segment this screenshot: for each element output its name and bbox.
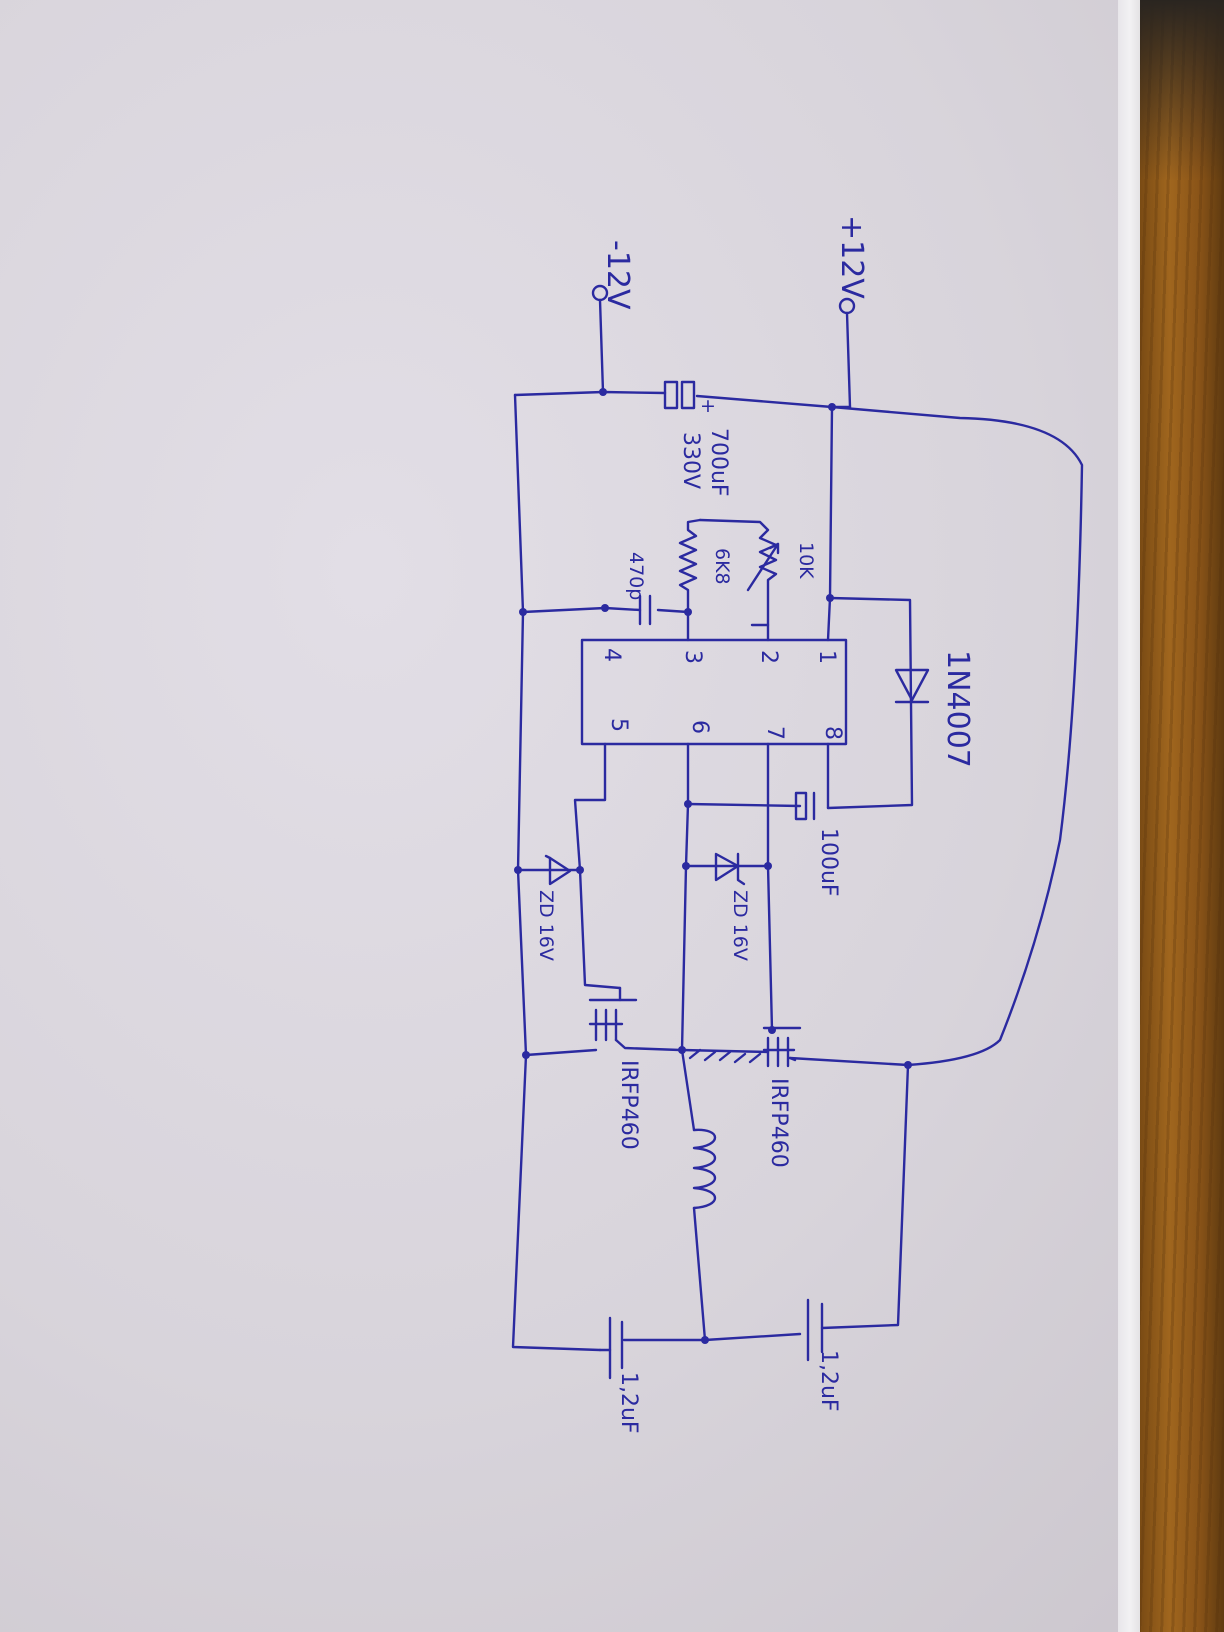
mosfet-low-source-wire [524, 1048, 598, 1057]
output-coil [692, 1128, 716, 1210]
junction-dot [601, 604, 609, 612]
junction-dot [684, 800, 692, 808]
main-capacitor-voltage: 330V [678, 432, 703, 489]
mosfet-low-drain-wire [614, 1038, 682, 1052]
output-capacitor-left-value: 1,2uF [616, 1372, 641, 1434]
output-capacitor-left [608, 1316, 624, 1380]
junction-dot [684, 608, 692, 616]
ic-pin-1: 1 [814, 650, 839, 664]
top-wire-right [695, 394, 852, 409]
trim-resistor-value: 10K [795, 542, 817, 579]
fixed-resistor-label: 6K8 [711, 548, 733, 585]
coil-wire-top [680, 1048, 696, 1132]
pin5-wire [573, 742, 622, 990]
pin7-wire [766, 742, 774, 1032]
positive-rail [826, 405, 834, 642]
svg-text:+: + [700, 395, 716, 417]
negative-terminal-label: -12V [600, 240, 635, 310]
mosfet-low-label: IRFP460 [616, 1060, 641, 1150]
timing-cap-wire [656, 608, 690, 642]
ic-pin-7: 7 [762, 726, 787, 740]
junction-dot [522, 1051, 530, 1059]
fixed-resistor [678, 518, 702, 614]
diode-1n4007 [894, 668, 930, 704]
junction-dot [768, 1026, 776, 1034]
table-shadow [1140, 0, 1224, 180]
main-capacitor [663, 380, 696, 410]
coil-wire-bottom [692, 1206, 707, 1342]
low-zener-label: ZD 16V [535, 890, 557, 961]
bootstrap-capacitor-value: 100uF [816, 828, 841, 897]
trim-wiper-arrow [746, 542, 780, 592]
bottom-wire [598, 1332, 802, 1352]
ic-pin-3: 3 [680, 650, 705, 664]
diode-1n4007-label: 1N4007 [940, 650, 975, 768]
junction-dot [826, 594, 834, 602]
junction-dot [519, 608, 527, 616]
mosfet-high-source-wire [680, 1048, 770, 1054]
junction-dot [764, 862, 772, 870]
ic-pin-4: 4 [599, 648, 624, 662]
ic-pin-6: 6 [687, 720, 712, 734]
positive-terminal-label: +12V [834, 215, 869, 299]
pin6-wire [680, 742, 690, 1052]
top-wire-left [513, 390, 667, 397]
ic-pin-5: 5 [606, 718, 631, 732]
wooden-table [1140, 0, 1224, 1632]
junction-dot [576, 866, 584, 874]
junction-dot [701, 1336, 709, 1344]
low-zener [544, 854, 572, 886]
junction-dot [682, 862, 690, 870]
junction-dot [828, 403, 836, 411]
ic-pin-2: 2 [756, 650, 781, 664]
mosfet-low [588, 986, 638, 1042]
high-zener [714, 852, 746, 886]
output-capacitor-right-value: 1,2uF [816, 1350, 841, 1412]
junction-dot [514, 866, 522, 874]
ic-chip [580, 638, 848, 746]
timing-capacitor-value: 470p [625, 552, 647, 600]
junction-dot [904, 1061, 912, 1069]
high-zener-label: ZD 16V [729, 890, 751, 961]
right-rail [820, 1063, 910, 1330]
bootstrap-capacitor [794, 791, 816, 821]
timing-capacitor [638, 594, 652, 626]
negative-terminal-wire [598, 298, 605, 394]
positive-terminal [838, 297, 856, 315]
ic-pin-8: 8 [820, 726, 845, 740]
main-capacitor-value: 700uF [706, 428, 731, 497]
mosfet-high-drain-wire [788, 1056, 797, 1062]
junction-dot [599, 388, 607, 396]
pin4-wire [521, 606, 642, 614]
heatsink-hatching [688, 1048, 762, 1064]
mosfet-high-label: IRFP460 [766, 1078, 791, 1168]
bootstrap-cap-wire [686, 802, 802, 808]
trim-resistor [698, 518, 778, 642]
junction-dot [678, 1046, 686, 1054]
left-rail [511, 393, 602, 1352]
outer-loop-wire [788, 405, 1084, 1067]
positive-terminal-wire [845, 311, 852, 409]
